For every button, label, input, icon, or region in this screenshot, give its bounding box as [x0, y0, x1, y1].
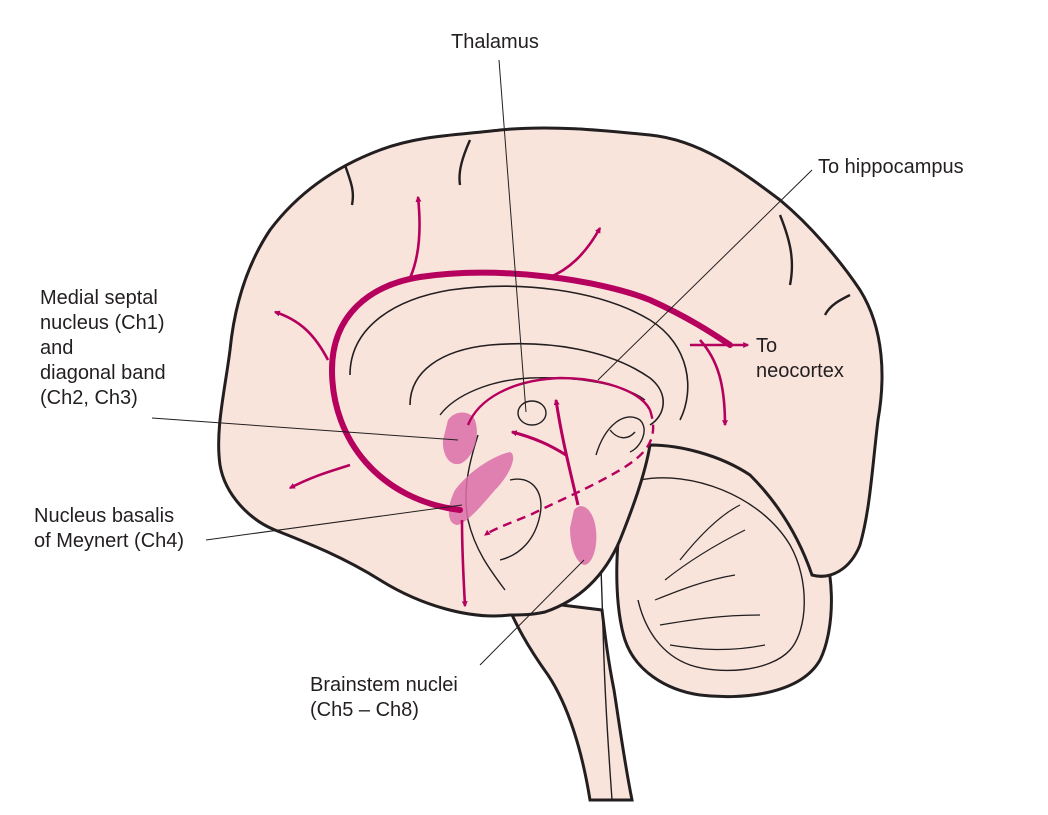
leader-brainstem-nuclei	[479, 559, 585, 666]
arrow-to-orbital	[288, 463, 351, 490]
arrow-to-frontal-upper	[408, 195, 422, 279]
leader-thalamus	[498, 59, 527, 413]
main-projection-arc	[328, 269, 733, 513]
label-nucleus-basalis-line-1: Nucleus basalis	[34, 505, 175, 527]
arrow-to-occipital	[699, 339, 728, 427]
label-to-hippocampus: To hippocampus	[818, 156, 964, 178]
cerebellum-inner-outline	[637, 477, 805, 672]
leader-nucleus-basalis	[205, 504, 463, 541]
leader-medial-septal	[151, 417, 459, 441]
hippocampus-projection	[466, 376, 652, 426]
leader-hippocampus	[597, 169, 813, 381]
cerebellum-arbor-vitae	[654, 504, 766, 651]
descending-arrow	[460, 519, 468, 608]
hypothalamus-outline	[465, 434, 542, 591]
medial-septal-nucleus-blob	[442, 412, 477, 465]
label-to-neocortex-line-1: To	[756, 335, 778, 357]
arrow-to-frontal-pole	[273, 310, 330, 361]
nucleus-basalis-blob	[448, 452, 514, 525]
label-nucleus-basalis-line-2: of Meynert (Ch4)	[34, 530, 185, 552]
label-brainstem-nuclei: Brainstem nuclei (Ch5 – Ch8)	[310, 673, 458, 723]
label-medial-septal: Medial septal nucleus (Ch1) and diagonal…	[40, 286, 166, 411]
corpus-callosum-outline	[409, 342, 664, 426]
cortex-sulcus-lines	[343, 139, 851, 316]
label-medial-septal-line-4: diagonal band	[40, 362, 166, 384]
hippocampus-projection-dashed	[484, 409, 655, 536]
label-brainstem-nuclei-line-2: (Ch5 – Ch8)	[310, 699, 419, 721]
label-to-neocortex-line-2: neocortex	[756, 360, 844, 382]
label-nucleus-basalis: Nucleus basalis of Meynert (Ch4)	[34, 504, 184, 554]
brainstem	[502, 596, 634, 802]
thalamus-structure	[517, 400, 547, 426]
label-medial-septal-line-3: and	[40, 337, 74, 359]
cingulate-outline	[349, 285, 689, 421]
label-medial-septal-line-1: Medial septal	[40, 287, 158, 309]
label-to-neocortex: To neocortex	[756, 334, 844, 384]
label-medial-septal-line-2: nucleus (Ch1)	[40, 312, 165, 334]
thalamus-arrow	[510, 430, 567, 457]
midbrain-outline	[595, 416, 645, 456]
label-thalamus: Thalamus	[451, 31, 539, 53]
label-medial-septal-line-5: (Ch2, Ch3)	[40, 387, 138, 409]
label-brainstem-nuclei-line-1: Brainstem nuclei	[310, 674, 458, 696]
cerebrum	[217, 126, 884, 618]
arrow-to-parietal	[547, 226, 602, 280]
brainstem-nuclei-blob	[570, 506, 597, 565]
